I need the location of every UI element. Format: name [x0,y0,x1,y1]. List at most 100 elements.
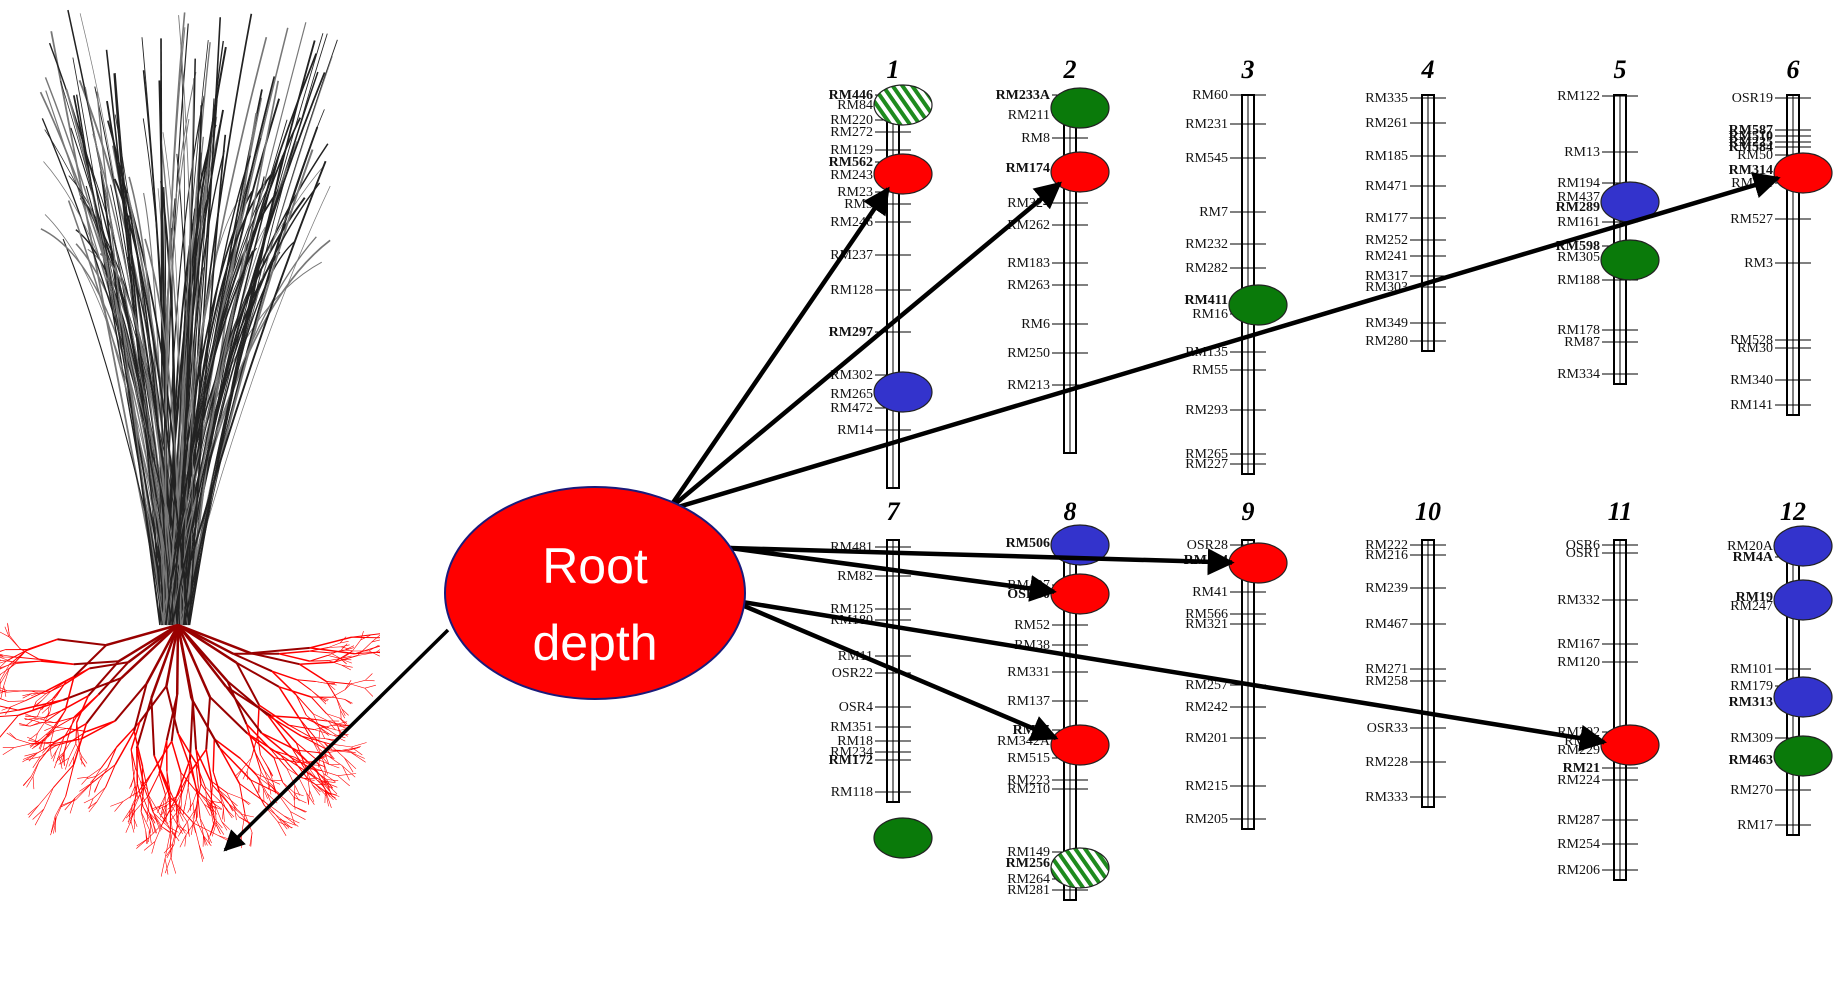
marker-label: RM50 [1737,148,1773,163]
marker-label: RM135 [1185,345,1228,360]
marker-label: RM472 [830,401,873,416]
chromosome-number: 3 [1241,55,1255,84]
marker-label: RM566 [1185,607,1228,622]
marker-label: RM6 [1021,317,1050,332]
chromosome-number: 2 [1063,55,1077,84]
marker-label: RM223 [1007,773,1050,788]
marker-label: RM297 [829,325,873,340]
marker-label: RM41 [1192,585,1228,600]
marker-label: RM254 [1557,837,1600,852]
rice-plant-illustration [0,9,380,877]
qtl-arrow [667,172,1781,513]
marker-label: RM265 [1185,447,1228,462]
marker-label: RM178 [1557,323,1600,338]
marker-label: RM313 [1729,695,1773,710]
marker-label: RM510 [1729,129,1773,144]
marker-label: RM287 [1557,813,1600,828]
marker-label: RM241 [1365,249,1408,264]
qtl-arrow [666,181,1062,512]
marker-label: RM18 [837,734,873,749]
marker-label: RM262 [1007,218,1050,233]
chromosome-5: 5RM122RM13RM194RM437RM289RM161RM598RM305… [1556,55,1638,385]
chromosome-number: 4 [1421,55,1435,84]
marker-label: RM216 [1365,548,1408,563]
marker-label: RM527 [1730,212,1773,227]
marker-label: RM213 [1007,378,1050,393]
marker-label: RM342A [997,734,1051,749]
qtl-blue-marker [1050,524,1110,566]
qtl-blue-marker [1773,676,1833,718]
marker-label: RM52 [1014,618,1050,633]
marker-label: RM562 [829,155,873,170]
marker-label: RM242 [1185,700,1228,715]
marker-label: RM101 [1730,662,1773,677]
marker-label: RM243 [830,168,873,183]
marker-label: RM122 [1557,89,1600,104]
marker-label: RM179 [1730,679,1773,694]
marker-label: RM206 [1557,863,1600,878]
marker-label: RM141 [1730,398,1773,413]
marker-label: RM82 [837,569,873,584]
marker-label: RM177 [1365,211,1408,226]
marker-label: RM247 [1730,599,1773,614]
marker-label: RM137 [1007,694,1050,709]
marker-label: RM55 [1192,363,1228,378]
root-depth-node: Root depth [444,486,746,700]
marker-label: RM467 [1365,617,1408,632]
qtl-red-marker [1050,573,1110,615]
marker-label: RM233A [996,88,1051,103]
marker-label: RM232 [1185,237,1228,252]
qtl-hatched-marker [1050,847,1110,889]
marker-label: RM21 [1563,761,1600,776]
qtl-red-marker [1050,724,1110,766]
marker-label: RM302 [830,368,873,383]
marker-label: RM471 [1365,179,1408,194]
marker-label: RM265 [830,387,873,402]
qtl-arrow [729,597,1059,742]
qtl-blue-marker [873,371,933,413]
marker-label: RM528 [1730,333,1773,348]
marker-label: RM250 [1007,346,1050,361]
rice-shoots [39,9,338,626]
marker-label: RM5 [844,197,873,212]
qtl-red-marker [1600,724,1660,766]
marker-label: RM211 [1008,108,1050,123]
root-depth-label-line2: depth [532,615,657,671]
chromosome-number: 11 [1608,497,1633,526]
marker-label: RM129 [830,143,873,158]
root-depth-label-line1: Root [542,538,648,594]
qtl-blue-marker [1773,579,1833,621]
qtl-arrow [729,597,1607,752]
chromosome-number: 1 [887,55,900,84]
chromosome-number: 12 [1780,497,1806,526]
chromosome-number: 7 [887,497,901,526]
marker-label: RM13 [1564,145,1600,160]
marker-label: RM222 [1365,538,1408,553]
marker-label: RM289 [1556,200,1600,215]
qtl-green-marker [1228,284,1288,326]
marker-label: RM309 [1730,731,1773,746]
marker-label: OSR33 [1367,721,1408,736]
marker-label: RM506 [1006,536,1050,551]
qtl-arrow [729,545,1057,602]
marker-label: RM185 [1365,149,1408,164]
marker-label: RM515 [1007,751,1050,766]
marker-label: RM7 [1199,205,1228,220]
marker-label: RM587 [1729,123,1773,138]
marker-label: RM17 [1737,818,1773,833]
marker-label: RM224 [1557,773,1600,788]
marker-label: RM14 [837,423,873,438]
marker-label: RM332 [1557,593,1600,608]
qtl-arrow [729,545,1235,576]
marker-label: RM446 [829,88,873,103]
marker-label: RM231 [1185,117,1228,132]
qtl-green-marker [1050,87,1110,129]
marker-label: OSR28 [1187,538,1228,553]
qtl-green-marker [1600,239,1660,281]
chromosome-11: 11OSR6OSR1RM332RM167RM120RM202RM26RM229R… [1557,497,1638,881]
marker-label: RM30 [1737,341,1773,356]
marker-label: RM340 [1730,373,1773,388]
marker-label: RM437 [1557,190,1600,205]
